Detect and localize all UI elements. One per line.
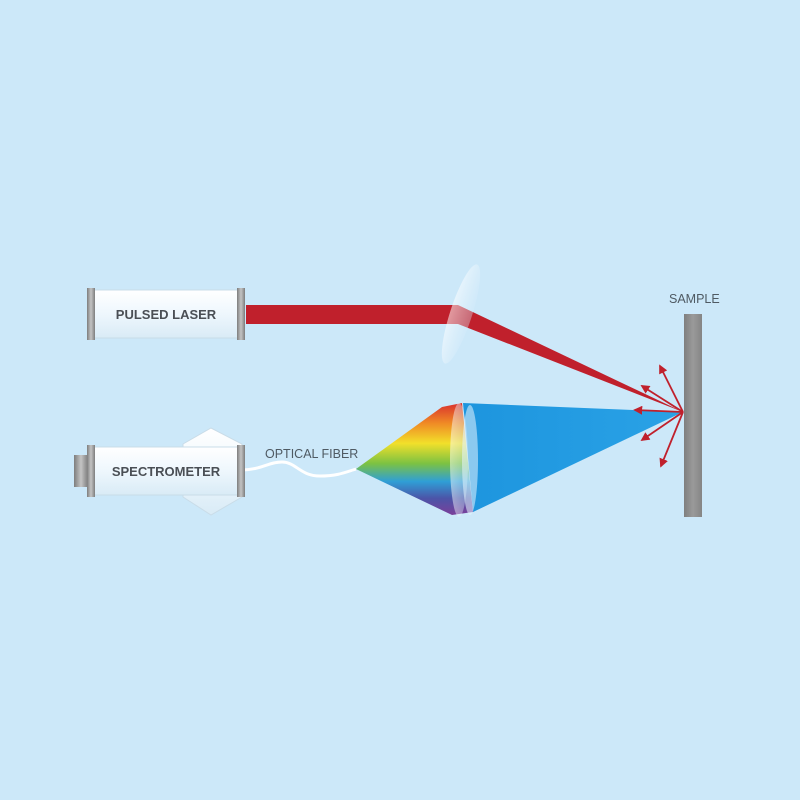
scatter-arrow	[659, 364, 684, 413]
pulsed-laser-device: PULSED LASER	[87, 288, 245, 340]
sample-plate	[684, 314, 702, 517]
scatter-arrow	[640, 411, 684, 442]
collected-light-cone	[463, 403, 683, 512]
pulsed-laser-right-cap	[237, 288, 245, 340]
spectrometer-port	[74, 455, 88, 487]
laser-focus-beam	[458, 305, 683, 412]
scatter-arrow	[640, 385, 684, 413]
scatter-arrow	[659, 411, 684, 468]
spectrometer-body	[91, 446, 241, 496]
spectrometer-left-cap	[87, 445, 95, 497]
collection-lens-back	[462, 405, 478, 515]
pulsed-laser-left-cap	[87, 288, 95, 340]
dispersed-spectrum-cone	[356, 403, 473, 515]
spectrometer-device: SPECTROMETER	[74, 427, 245, 516]
optical-fiber-label: OPTICAL FIBER	[265, 447, 358, 461]
scatter-arrows	[633, 364, 684, 468]
scatter-arrow	[633, 405, 684, 415]
optical-fiber	[239, 460, 357, 478]
pulsed-laser-body	[91, 289, 241, 339]
focusing-lens	[441, 264, 481, 364]
pulsed-laser-label: PULSED LASER	[116, 307, 217, 322]
sample-label: SAMPLE	[669, 292, 720, 306]
spectrometer-right-cap	[237, 445, 245, 497]
laser-beam	[246, 305, 458, 324]
spectrometer-label: SPECTROMETER	[112, 464, 221, 479]
